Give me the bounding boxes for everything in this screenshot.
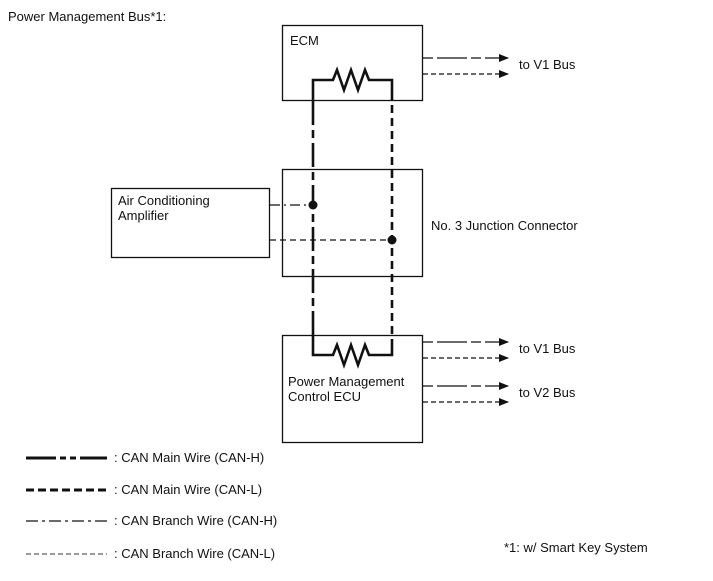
legend-label-branch-h: : CAN Branch Wire (CAN-H) (114, 513, 278, 528)
pmc-v2-bus-label: to V2 Bus (519, 385, 576, 400)
junction-connector-label: No. 3 Junction Connector (431, 218, 578, 233)
pmc-ecu-box (281, 334, 424, 444)
footnote: *1: w/ Smart Key System (504, 540, 648, 555)
legend-label-main-h: : CAN Main Wire (CAN-H) (114, 450, 265, 465)
diagram-title: Power Management Bus*1: (8, 9, 167, 24)
pmc-ecu-label-line1: Power Management (288, 374, 405, 389)
ecm-v1-bus-label: to V1 Bus (519, 57, 576, 72)
ecm-box (281, 24, 424, 102)
legend-label-branch-l: : CAN Branch Wire (CAN-L) (114, 546, 276, 561)
legend-label-main-l: : CAN Main Wire (CAN-L) (114, 482, 263, 497)
junction-connector-box (281, 168, 424, 278)
ecm-termination-resistor (311, 66, 394, 101)
ecm-label: ECM (290, 33, 319, 48)
ac-amplifier-label-line2: Amplifier (118, 208, 169, 223)
ac-amplifier-box (110, 187, 271, 259)
pmc-v1-bus-label: to V1 Bus (519, 341, 576, 356)
pmc-ecu-label-line2: Control ECU (288, 389, 361, 404)
ac-amplifier-label-line1: Air Conditioning (118, 193, 210, 208)
pmc-termination-resistor (311, 335, 394, 369)
